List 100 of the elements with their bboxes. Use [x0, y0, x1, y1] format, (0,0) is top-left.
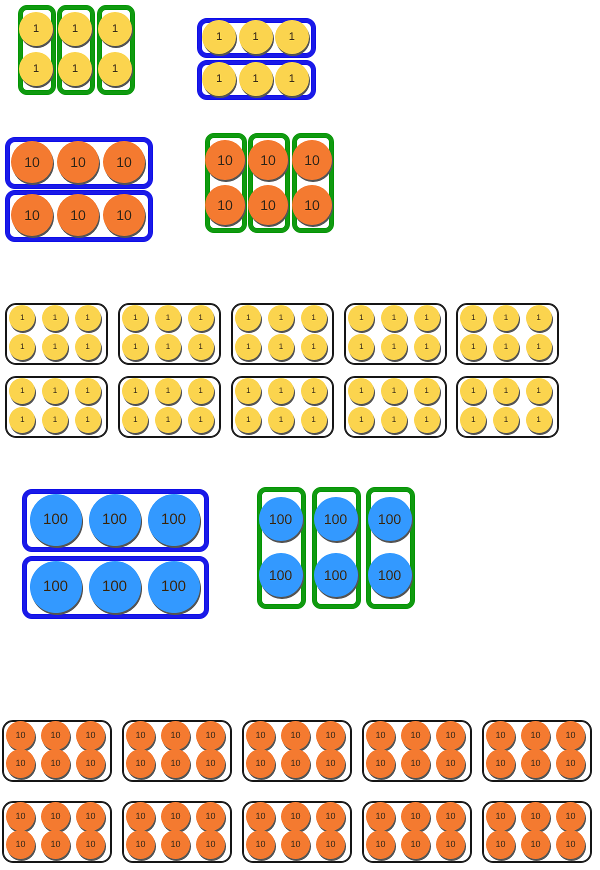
counter-value: 1: [471, 342, 476, 351]
place-value-counter: [556, 720, 585, 750]
counter-value: 10: [530, 759, 540, 768]
place-value-counter: [300, 378, 327, 404]
place-value-counter: [235, 378, 262, 404]
place-value-counter: [258, 497, 302, 541]
place-value-counter: [493, 334, 519, 360]
counter-value: 10: [116, 208, 132, 222]
place-value-counter: [188, 334, 214, 360]
counter-value: 1: [52, 314, 58, 322]
place-value-counter: [41, 802, 70, 831]
counter-value: 1: [85, 387, 90, 396]
place-value-counter: [436, 720, 465, 750]
counter-value: 10: [255, 759, 266, 768]
counter-value: 1: [85, 342, 90, 351]
grouping-box: [362, 801, 472, 863]
grouping-box: [5, 190, 153, 242]
place-value-counter: [246, 749, 275, 778]
counter-value: 1: [392, 342, 396, 351]
place-value-counter: [57, 141, 99, 183]
counter-value: 10: [24, 155, 40, 169]
place-value-counter: [196, 720, 225, 750]
place-value-counter: [248, 184, 288, 224]
place-value-counter: [314, 497, 358, 541]
counter-value: 10: [24, 208, 40, 222]
counter-value: 1: [504, 387, 508, 396]
grouping-box: [242, 720, 352, 782]
counter-value: 10: [255, 730, 266, 740]
counter-value: 1: [216, 32, 222, 42]
counter-value: 1: [424, 342, 429, 351]
place-value-counter: [460, 334, 486, 360]
counter-value: 10: [50, 812, 60, 821]
grouping-box: [248, 133, 290, 233]
counter-value: 1: [20, 342, 25, 351]
place-value-counter: [196, 830, 225, 860]
counter-value: 10: [85, 840, 96, 850]
counter-value: 10: [495, 759, 506, 768]
place-value-counter: [42, 378, 68, 404]
grouping-box: [197, 60, 316, 100]
grouping-box: [456, 376, 559, 438]
place-value-counter: [401, 802, 430, 831]
grouping-box: [344, 376, 447, 438]
grouping-box: [122, 801, 232, 863]
place-value-counter: [6, 749, 35, 778]
place-value-counter: [526, 378, 552, 404]
counter-value: 1: [52, 387, 58, 396]
counter-value: 100: [268, 568, 292, 582]
place-value-counter: [526, 305, 552, 332]
place-value-counter: [76, 830, 105, 860]
counter-value: 1: [504, 314, 508, 322]
place-value-counter: [248, 140, 288, 180]
place-value-counter: [98, 12, 132, 46]
counter-value: 10: [445, 730, 456, 740]
counter-value: 100: [42, 579, 68, 594]
grouping-box: [231, 303, 334, 365]
place-value-counter: [188, 406, 214, 433]
counter-value: 10: [375, 812, 386, 821]
place-value-counter: [521, 749, 550, 778]
counter-value: 1: [278, 342, 284, 351]
place-value-counter: [268, 406, 294, 433]
place-value-counter: [526, 406, 552, 433]
place-value-counter: [148, 560, 200, 612]
grouping-box: [197, 18, 316, 58]
counter-value: 1: [52, 342, 58, 351]
place-value-counter: [42, 334, 68, 360]
counter-value: 1: [359, 387, 364, 396]
counter-value: 10: [15, 812, 26, 821]
place-value-counter: [292, 140, 332, 180]
grouping-box: [205, 133, 247, 233]
counter-value: 1: [246, 342, 251, 351]
place-value-counter: [205, 140, 245, 180]
counter-value: 10: [85, 812, 96, 821]
counter-value: 1: [133, 416, 138, 424]
place-value-counter: [98, 52, 132, 86]
counter-value: 1: [246, 387, 251, 396]
counter-value: 1: [85, 416, 90, 424]
place-value-counter: [9, 378, 36, 404]
grouping-box: [366, 487, 415, 609]
place-value-counter: [414, 406, 440, 433]
counter-value: 10: [15, 759, 26, 768]
place-value-counter: [281, 720, 310, 750]
counter-value: 100: [42, 512, 68, 527]
place-value-counter: [205, 184, 245, 224]
counter-value: 1: [85, 314, 90, 322]
place-value-counter: [30, 494, 82, 546]
place-value-counter: [19, 12, 53, 46]
place-value-counter: [57, 194, 99, 236]
place-value-counter: [148, 494, 200, 546]
counter-value: 1: [198, 416, 203, 424]
place-value-counter: [122, 334, 148, 360]
counter-value: 1: [52, 416, 58, 424]
counter-value: 100: [102, 512, 128, 527]
grouping-box: [18, 5, 56, 95]
grouping-box: [231, 376, 334, 438]
counter-value: 1: [536, 416, 541, 424]
place-value-counter: [126, 830, 155, 860]
counter-value: 1: [246, 416, 251, 424]
place-value-counter: [460, 378, 486, 404]
counter-value: 10: [565, 730, 576, 740]
counter-value: 1: [424, 387, 429, 396]
